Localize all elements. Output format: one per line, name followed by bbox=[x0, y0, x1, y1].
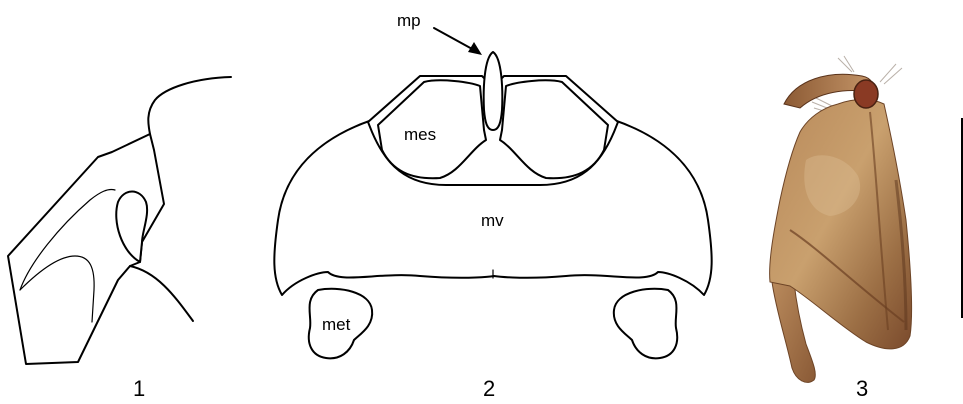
figure-number-2: 2 bbox=[483, 376, 495, 401]
mesoventrite-plate bbox=[273, 119, 713, 296]
mesocoxa-left bbox=[377, 79, 487, 180]
specimen-ridge-3 bbox=[894, 179, 908, 331]
specimen-leg bbox=[771, 281, 816, 383]
specimen-highlight bbox=[804, 155, 861, 216]
fig1-coxal-lobe bbox=[115, 190, 149, 263]
fig1-main-plate bbox=[7, 133, 165, 365]
label-mp: mp bbox=[397, 11, 421, 30]
fig1-lower-contour bbox=[129, 265, 194, 322]
mp-arrow-line bbox=[433, 27, 475, 51]
specimen-eye bbox=[853, 79, 879, 109]
fig1-inner-line-1 bbox=[19, 188, 116, 291]
specimen-body bbox=[769, 99, 913, 350]
fig1-inner-line-2 bbox=[19, 255, 95, 323]
mesoventral-process bbox=[482, 51, 504, 131]
figure-number-3: 3 bbox=[856, 376, 868, 401]
figure-3-specimen bbox=[769, 55, 913, 383]
metacoxa-left bbox=[307, 287, 374, 360]
label-mes: mes bbox=[404, 125, 436, 144]
figure-1-drawing bbox=[7, 76, 232, 365]
fig1-upper-contour bbox=[147, 76, 232, 135]
specimen-ridge-2 bbox=[869, 111, 889, 331]
metacoxa-right bbox=[612, 287, 679, 360]
mesocoxa-right bbox=[499, 79, 609, 180]
mp-arrow-head bbox=[468, 42, 482, 55]
figure-number-1: 1 bbox=[133, 376, 145, 401]
label-met: met bbox=[322, 315, 351, 334]
figure-2-drawing bbox=[273, 27, 713, 360]
label-mv: mv bbox=[481, 211, 504, 230]
